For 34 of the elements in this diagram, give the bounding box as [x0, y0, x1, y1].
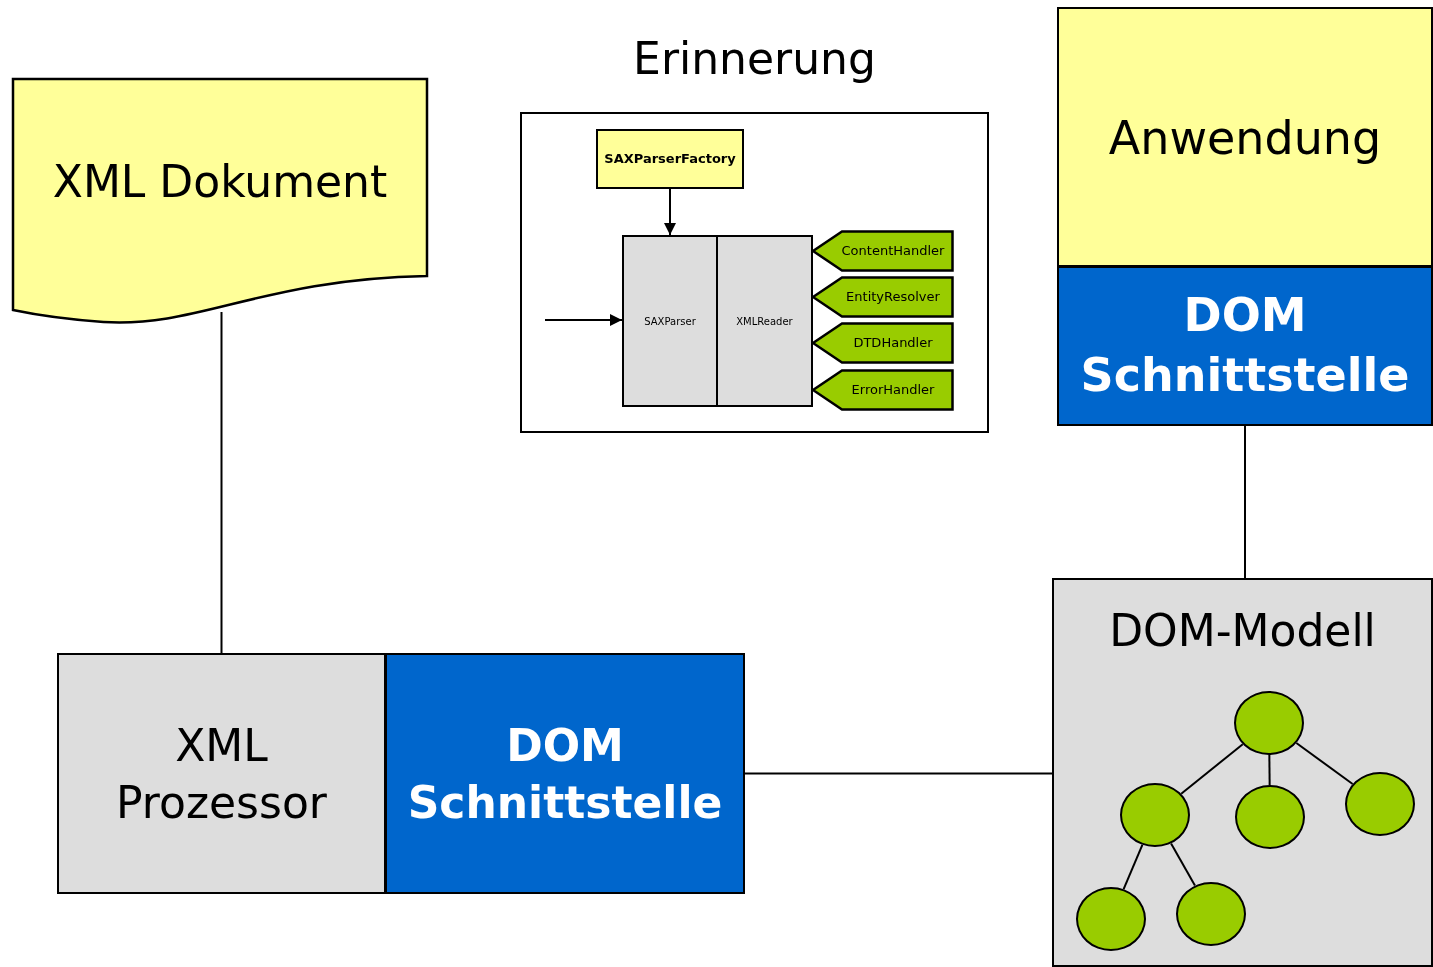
box-label: DOM Schnittstelle: [1079, 287, 1411, 404]
model-box: [1052, 578, 1433, 967]
interface-box: [1057, 266, 1433, 426]
box-label: DOM Schnittstelle: [406, 718, 724, 830]
connector-line: [1268, 754, 1271, 786]
document-title: XML Dokument: [51, 155, 389, 209]
box-label: XMLReader: [735, 314, 794, 328]
box-label: Anwendung: [1107, 110, 1383, 167]
connector-line: [1244, 425, 1246, 579]
connector-line: [1122, 843, 1144, 891]
arrow: [544, 314, 623, 326]
box-label: DOM-Modell: [1108, 604, 1377, 658]
connector-line: [1180, 743, 1244, 795]
interface-box: [385, 653, 745, 894]
arrow: [664, 188, 676, 236]
connector-line: [220, 311, 223, 654]
interface-label: DTDHandler: [852, 334, 934, 352]
application-box: [1057, 7, 1433, 267]
tree-node-circle: [1234, 691, 1304, 755]
interface-label: ErrorHandler: [850, 381, 936, 399]
box-label: SAXParser: [643, 314, 697, 328]
connector-line: [1295, 741, 1354, 786]
processor-box: [57, 653, 386, 894]
class-box: [622, 235, 718, 407]
interface-label: EntityResolver: [845, 288, 941, 306]
class-box: [596, 129, 744, 189]
connector-line: [744, 772, 1053, 775]
box-label: SAXParserFactory: [603, 150, 737, 168]
interface-label: ContentHandler: [840, 242, 946, 260]
tree-node-circle: [1120, 783, 1190, 847]
connector-line: [1170, 842, 1196, 887]
frame-heading: Erinnerung: [632, 32, 877, 86]
class-box: [716, 235, 813, 407]
box-label: XML Prozessor: [115, 718, 328, 830]
